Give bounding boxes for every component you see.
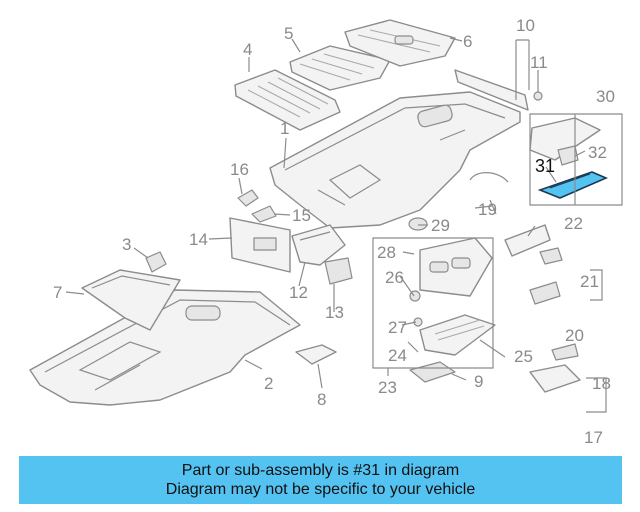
bracket-lines bbox=[372, 39, 623, 413]
lens-18 bbox=[529, 343, 581, 393]
grab-handle bbox=[469, 172, 509, 215]
console-12 bbox=[291, 224, 346, 266]
callout-13: 13 bbox=[325, 303, 344, 322]
banner-line-disclaimer: Diagram may not be specific to your vehi… bbox=[165, 481, 476, 498]
callout-8: 8 bbox=[317, 390, 326, 409]
callout-9: 9 bbox=[474, 372, 483, 391]
callout-5: 5 bbox=[284, 24, 293, 43]
headliner-upper bbox=[269, 91, 521, 229]
callout-1: 1 bbox=[280, 119, 289, 138]
callout-21: 21 bbox=[580, 272, 599, 291]
callout-24: 24 bbox=[388, 346, 407, 365]
bulb-13 bbox=[324, 257, 353, 285]
banner-line-part: Part or sub-assembly is #31 in diagram bbox=[181, 462, 460, 479]
callout-14: 14 bbox=[189, 230, 208, 249]
callout-30: 30 bbox=[596, 87, 615, 106]
callout-6: 6 bbox=[463, 32, 472, 51]
callout-11: 11 bbox=[530, 53, 548, 72]
callout-10: 10 bbox=[516, 16, 535, 35]
map-lamp-assembly bbox=[529, 117, 601, 166]
callout-22: 22 bbox=[564, 214, 583, 233]
callout-18: 18 bbox=[592, 374, 611, 393]
console-assembly bbox=[409, 237, 496, 383]
callout-20: 20 bbox=[565, 326, 584, 345]
callout-26: 26 bbox=[385, 268, 404, 287]
lens-8 bbox=[295, 344, 337, 365]
callout-12: 12 bbox=[289, 283, 308, 302]
visor-clip bbox=[237, 189, 277, 223]
callout-7: 7 bbox=[53, 283, 62, 302]
callout-25: 25 bbox=[514, 347, 533, 366]
callout-27: 27 bbox=[388, 318, 407, 337]
callout-29: 29 bbox=[431, 216, 450, 235]
leader-lines bbox=[65, 37, 586, 389]
callout-19: 19 bbox=[478, 200, 497, 219]
clip-3 bbox=[145, 251, 167, 273]
callout-2: 2 bbox=[264, 374, 273, 393]
lamp-21 bbox=[529, 247, 563, 305]
parts-diagram: 1 2 3 4 5 6 7 8 9 10 11 12 13 14 15 16 1… bbox=[29, 16, 623, 447]
callout-23: 23 bbox=[378, 378, 397, 397]
bulb-29 bbox=[408, 217, 428, 231]
callout-31: 31 bbox=[535, 156, 555, 176]
callout-15: 15 bbox=[292, 206, 311, 225]
pad-4 bbox=[234, 69, 341, 131]
pad-6 bbox=[344, 19, 456, 67]
info-banner: Part or sub-assembly is #31 in diagram D… bbox=[19, 456, 622, 504]
callout-4: 4 bbox=[243, 40, 252, 59]
callout-3: 3 bbox=[122, 235, 131, 254]
sun-visor bbox=[229, 217, 291, 273]
callout-16: 16 bbox=[230, 160, 249, 179]
sunroof-panel bbox=[81, 269, 181, 331]
callout-17: 17 bbox=[584, 428, 603, 447]
callout-32: 32 bbox=[588, 143, 607, 162]
callout-28: 28 bbox=[377, 243, 396, 262]
headliner-lower bbox=[29, 289, 301, 406]
pad-5 bbox=[289, 45, 391, 91]
